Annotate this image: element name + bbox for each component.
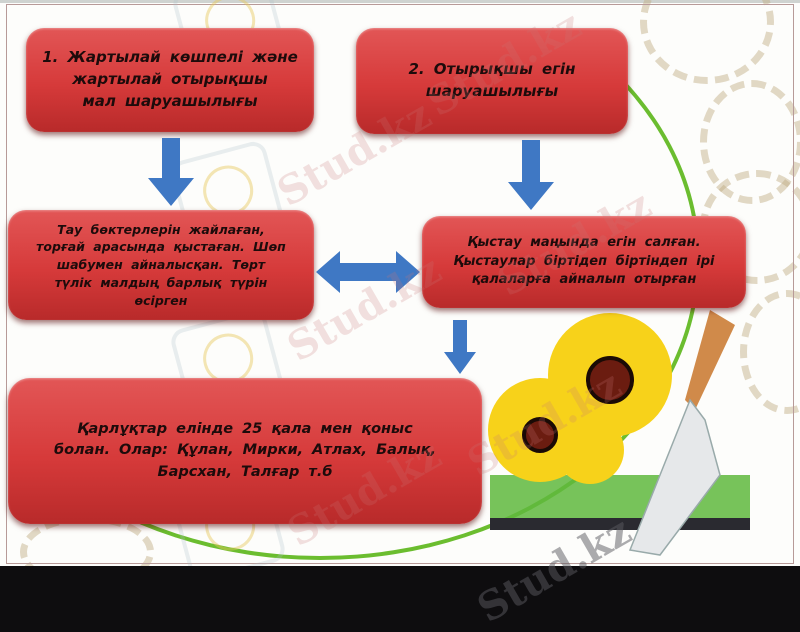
arrow-down-icon — [444, 320, 476, 374]
box-karluk-cities: Қарлұқтар елінде 25 қала мен қоныс болан… — [8, 378, 482, 524]
box-semi-nomadic-herding: 1. Жартылай көшпелі және жартылай отырық… — [26, 28, 314, 132]
box-text: 2. Отырықшы егін шаруашылығы — [408, 60, 576, 100]
box-text: 1. Жартылай көшпелі және жартылай отырық… — [42, 48, 298, 110]
arrow-down-icon — [148, 138, 194, 206]
sunflowers-trowel-illustration — [488, 310, 750, 556]
slide: 1. Жартылай көшпелі және жартылай отырық… — [0, 0, 800, 566]
slide-frame — [6, 4, 794, 564]
box-text: Қыстау маңында егін салған. Қыстаулар бі… — [453, 234, 715, 288]
box-sedentary-farming: 2. Отырықшы егін шаруашылығы — [356, 28, 628, 134]
box-text: Тау бөктерлерін жайлаған, торғай арасынд… — [36, 221, 286, 308]
box-farming-description: Қыстау маңында егін салған. Қыстаулар бі… — [422, 216, 746, 308]
double-arrow-left-right-icon — [316, 251, 420, 293]
arrow-down-icon — [508, 140, 554, 210]
box-text: Қарлұқтар елінде 25 қала мен қоныс болан… — [53, 421, 437, 480]
box-herding-description: Тау бөктерлерін жайлаған, торғай арасынд… — [8, 210, 314, 320]
bottom-black-bar: Stud.kz — [0, 507, 800, 632]
